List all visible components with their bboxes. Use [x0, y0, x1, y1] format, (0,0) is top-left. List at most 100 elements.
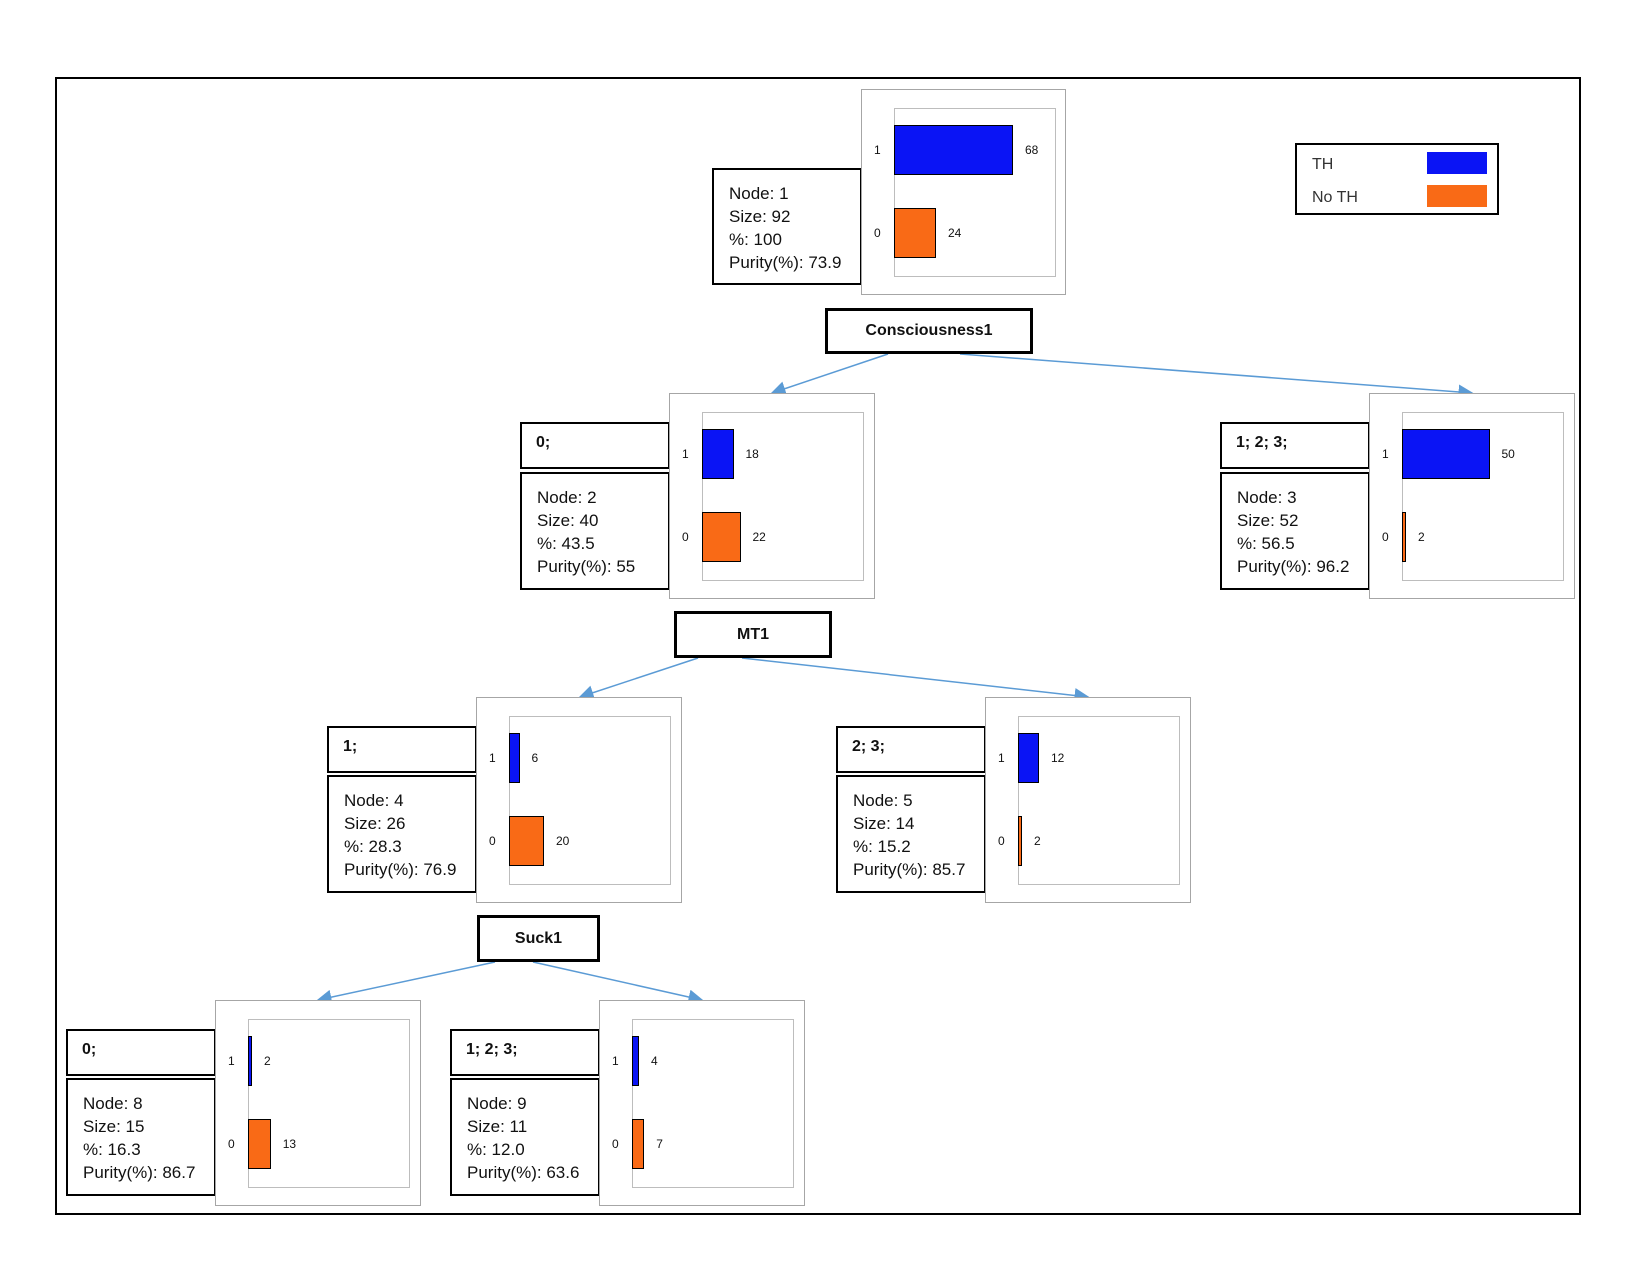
bar-value-label: 22	[752, 530, 766, 544]
bar-no-th	[509, 816, 544, 866]
node-4-purity: Purity(%): 76.9	[344, 860, 457, 879]
chart-plot-area	[248, 1019, 410, 1188]
node-5-chart: 1 12 0 2	[985, 697, 1191, 903]
node-9-info: Node: 9 Size: 11 %: 12.0 Purity(%): 63.6	[450, 1078, 600, 1196]
bar-th	[1402, 429, 1490, 479]
node-5-pct: %: 15.2	[853, 837, 911, 856]
bar-no-th	[1018, 816, 1022, 866]
node-9-pct: %: 12.0	[467, 1140, 525, 1159]
node-2-condition-label: 0;	[536, 434, 551, 451]
node-9-condition: 1; 2; 3;	[450, 1029, 600, 1076]
node-1-id: Node: 1	[729, 184, 789, 203]
node-8-pct: %: 16.3	[83, 1140, 141, 1159]
bar-no-th	[702, 512, 741, 562]
edge-node2-to-node4	[578, 657, 699, 700]
node-8-condition-label: 0;	[82, 1041, 97, 1058]
bar-value-label: 50	[1501, 447, 1515, 461]
category-tick-label: 1	[874, 143, 881, 157]
bar-value-label: 2	[1034, 834, 1041, 848]
node-2-condition: 0;	[520, 422, 670, 469]
edge-node2-to-node5	[741, 657, 1090, 703]
bar-no-th	[1402, 512, 1406, 562]
bar-value-label: 20	[556, 834, 570, 848]
category-tick-label: 0	[1382, 530, 1389, 544]
node-5-size: Size: 14	[853, 814, 915, 833]
category-tick-label: 0	[682, 530, 689, 544]
node-5-condition: 2; 3;	[836, 726, 986, 773]
node-8-id: Node: 8	[83, 1094, 143, 1113]
bar-th	[702, 429, 734, 479]
edge-node4-to-node8	[316, 961, 496, 1005]
node-5-condition-label: 2; 3;	[852, 738, 885, 755]
bar-value-label: 68	[1025, 143, 1039, 157]
node-9-chart: 1 4 0 7	[599, 1000, 805, 1206]
bar-th	[509, 733, 520, 783]
bar-value-label: 18	[745, 447, 759, 461]
split-label: Consciousness1	[865, 322, 993, 339]
category-tick-label: 0	[612, 1137, 619, 1151]
node-1-purity: Purity(%): 73.9	[729, 253, 842, 272]
node-2-size: Size: 40	[537, 511, 599, 530]
bar-value-label: 2	[264, 1054, 271, 1068]
category-tick-label: 0	[998, 834, 1005, 848]
node-3-condition: 1; 2; 3;	[1220, 422, 1370, 469]
node-4-info: Node: 4 Size: 26 %: 28.3 Purity(%): 76.9	[327, 775, 477, 893]
node-9-id: Node: 9	[467, 1094, 527, 1113]
node-3-pct: %: 56.5	[1237, 534, 1295, 553]
node-5-info: Node: 5 Size: 14 %: 15.2 Purity(%): 85.7	[836, 775, 986, 893]
split-label: Suck1	[514, 929, 563, 947]
bar-value-label: 4	[651, 1054, 658, 1068]
bar-no-th	[632, 1119, 645, 1169]
edge-node4-to-node9	[532, 961, 704, 1005]
category-tick-label: 1	[998, 751, 1005, 765]
diagram-frame	[55, 77, 1581, 1215]
bar-th	[1018, 733, 1039, 783]
node-3-id: Node: 3	[1237, 488, 1297, 507]
edge-node1-to-node3	[959, 353, 1474, 400]
bar-th	[894, 125, 1013, 175]
split-suck1: Suck1	[477, 915, 600, 962]
split-consciousness1: Consciousness1	[825, 308, 1033, 354]
bar-value-label: 12	[1051, 751, 1065, 765]
edge-node1-to-node2	[770, 353, 889, 396]
category-tick-label: 0	[228, 1137, 235, 1151]
node-4-pct: %: 28.3	[344, 837, 402, 856]
node-2-info: Node: 2 Size: 40 %: 43.5 Purity(%): 55	[520, 472, 670, 590]
category-tick-label: 1	[682, 447, 689, 461]
bar-value-label: 2	[1418, 530, 1425, 544]
legend-swatch-no-th	[1427, 185, 1487, 207]
bar-value-label: 24	[948, 226, 962, 240]
node-3-purity: Purity(%): 96.2	[1237, 557, 1350, 576]
node-5-id: Node: 5	[853, 791, 913, 810]
bar-value-label: 7	[656, 1137, 663, 1151]
node-8-size: Size: 15	[83, 1117, 145, 1136]
legend-label-no-th: No TH	[1312, 189, 1358, 206]
legend-swatch-th	[1427, 152, 1487, 174]
node-4-id: Node: 4	[344, 791, 404, 810]
category-tick-label: 1	[612, 1054, 619, 1068]
category-tick-label: 1	[489, 751, 496, 765]
category-tick-label: 0	[489, 834, 496, 848]
node-8-condition: 0;	[66, 1029, 216, 1076]
node-3-size: Size: 52	[1237, 511, 1299, 530]
bar-no-th	[894, 208, 936, 258]
node-4-condition: 1;	[327, 726, 477, 773]
node-8-purity: Purity(%): 86.7	[83, 1163, 196, 1182]
bar-th	[632, 1036, 639, 1086]
node-8-info: Node: 8 Size: 15 %: 16.3 Purity(%): 86.7	[66, 1078, 216, 1196]
node-2-pct: %: 43.5	[537, 534, 595, 553]
chart-plot-area	[1018, 716, 1180, 885]
node-1-pct: %: 100	[729, 230, 782, 249]
bar-no-th	[248, 1119, 271, 1169]
node-9-size: Size: 11	[467, 1117, 528, 1136]
node-2-purity: Purity(%): 55	[537, 557, 636, 576]
node-4-condition-label: 1;	[343, 738, 358, 755]
node-3-condition-label: 1; 2; 3;	[1236, 434, 1288, 451]
category-tick-label: 1	[228, 1054, 235, 1068]
split-label: MT1	[737, 625, 769, 643]
